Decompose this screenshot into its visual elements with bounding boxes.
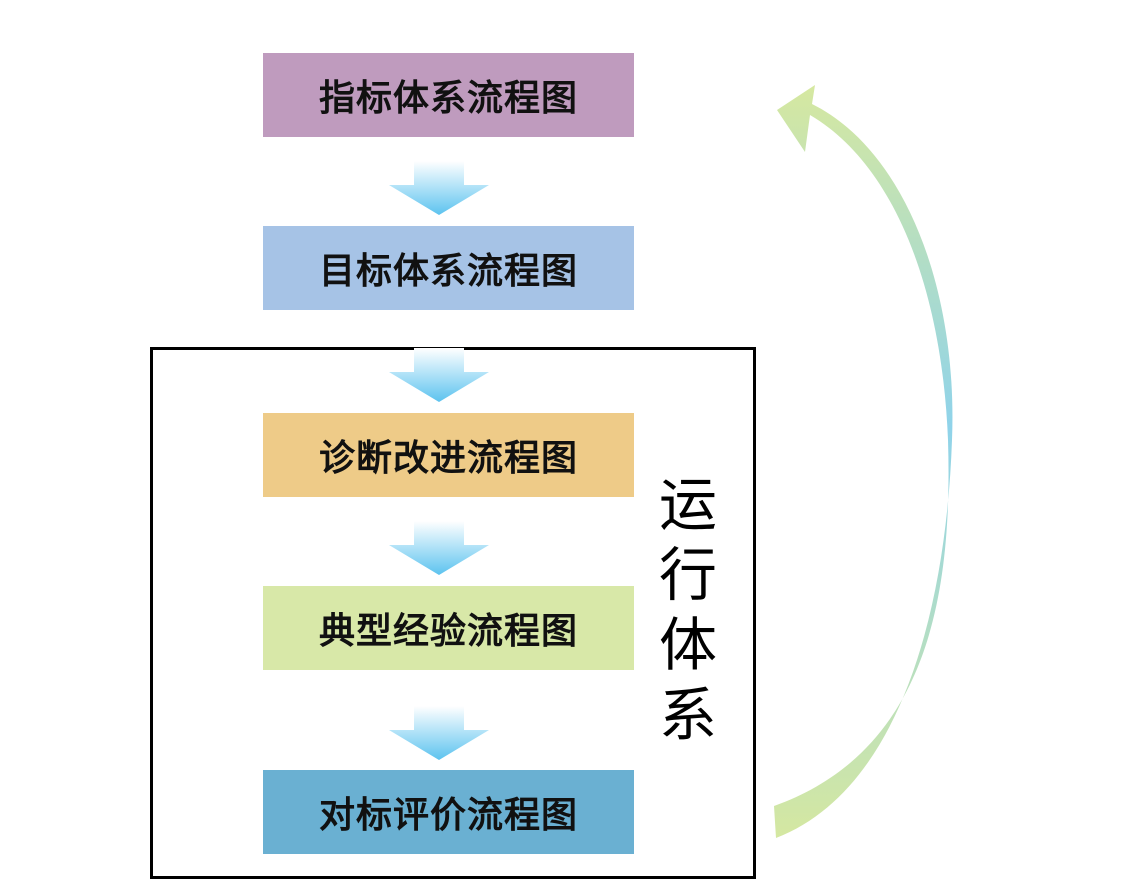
operating-system-label: 运行体系 — [658, 471, 717, 749]
flow-step-typical-experience: 典型经验流程图 — [263, 586, 634, 670]
flow-step-diagnosis-improvement: 诊断改进流程图 — [263, 413, 634, 497]
down-arrow-icon — [389, 706, 489, 760]
flow-step-label: 对标评价流程图 — [318, 794, 578, 836]
down-arrow-icon — [389, 521, 489, 575]
flow-step-label: 诊断改进流程图 — [318, 437, 578, 479]
flow-step-label: 目标体系流程图 — [318, 250, 578, 292]
flow-step-target-system: 目标体系流程图 — [263, 226, 634, 310]
flow-step-benchmark-evaluation: 对标评价流程图 — [263, 770, 634, 854]
flow-step-label: 典型经验流程图 — [318, 610, 578, 652]
flow-step-label: 指标体系流程图 — [318, 77, 578, 119]
down-arrow-icon — [389, 348, 489, 402]
down-arrow-icon — [389, 161, 489, 215]
flow-step-indicator-system: 指标体系流程图 — [263, 53, 634, 137]
